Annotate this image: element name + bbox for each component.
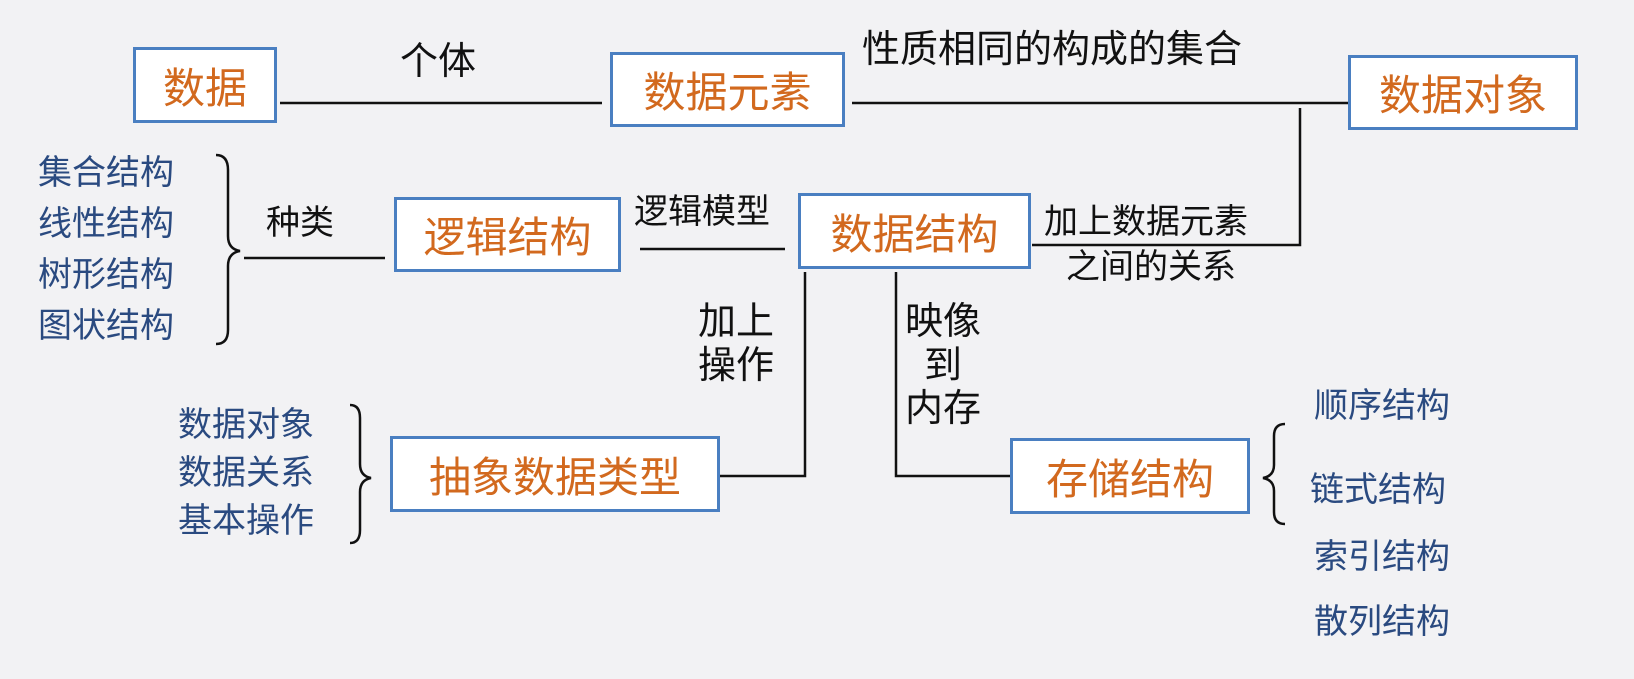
edge-structure-to-storage	[894, 272, 1010, 478]
label-map-1: 映像	[905, 299, 982, 343]
label-same-nature-set: 性质相同的构成的集合	[862, 27, 1243, 71]
label-logical-model: 逻辑模型	[634, 192, 770, 232]
adt-part-item: 数据关系	[178, 453, 314, 493]
brace-storage-kinds	[1262, 422, 1286, 526]
logical-kind-item: 树形结构	[38, 255, 174, 295]
label-individual: 个体	[400, 39, 477, 83]
logical-kind-item: 集合结构	[38, 153, 174, 193]
logical-kind-item: 图状结构	[38, 306, 174, 346]
brace-adt-parts	[349, 403, 372, 545]
label-add-operations-1: 加上	[698, 299, 775, 343]
node-data: 数据	[133, 47, 277, 123]
storage-kind-item: 顺序结构	[1314, 386, 1450, 426]
node-logical-structure: 逻辑结构	[394, 197, 621, 272]
brace-logical-kinds	[215, 153, 241, 346]
node-abstract-data-type: 抽象数据类型	[390, 436, 720, 512]
storage-kind-item: 索引结构	[1314, 537, 1450, 577]
storage-kind-item: 链式结构	[1310, 470, 1446, 510]
adt-part-item: 基本操作	[178, 501, 314, 541]
adt-part-item: 数据对象	[178, 405, 314, 445]
node-data-object: 数据对象	[1348, 55, 1578, 130]
label-map-3: 内存	[905, 386, 982, 431]
label-add-operations: 加上 操作	[698, 299, 775, 387]
label-map-to-memory: 映像 到 内存	[905, 299, 982, 431]
label-add-operations-2: 操作	[698, 342, 775, 387]
edge-structure-to-adt	[720, 272, 807, 478]
label-kind: 种类	[266, 203, 334, 243]
label-add-relation-2: 之间的关系	[1066, 247, 1236, 287]
label-add-relation-1: 加上数据元素	[1044, 202, 1248, 242]
label-map-2: 到	[924, 342, 963, 387]
node-data-structure: 数据结构	[798, 193, 1031, 269]
node-storage-structure: 存储结构	[1010, 438, 1250, 514]
storage-kind-item: 散列结构	[1314, 602, 1450, 642]
logical-kind-item: 线性结构	[38, 204, 174, 244]
edge-object-to-structure	[1032, 108, 1302, 247]
node-data-element: 数据元素	[610, 52, 845, 127]
